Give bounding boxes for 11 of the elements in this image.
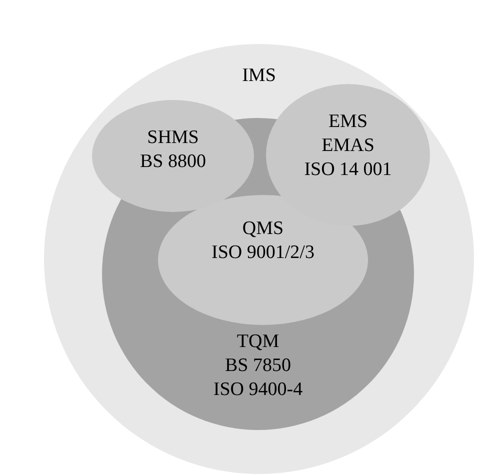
region-label: ISO 14 001 xyxy=(304,158,392,182)
region-label: BS 7850 xyxy=(225,354,291,378)
region-label: EMS xyxy=(328,110,368,134)
region-label: BS 8800 xyxy=(140,150,206,174)
region-label: SHMS xyxy=(147,126,199,150)
region-label: QMS xyxy=(242,217,284,241)
region-label: EMAS xyxy=(322,134,374,158)
region-label: IMS xyxy=(242,64,276,88)
region-label: TQM xyxy=(236,330,280,354)
region-label: ISO 9400-4 xyxy=(213,378,303,402)
region-label: ISO 9001/2/3 xyxy=(212,241,314,265)
